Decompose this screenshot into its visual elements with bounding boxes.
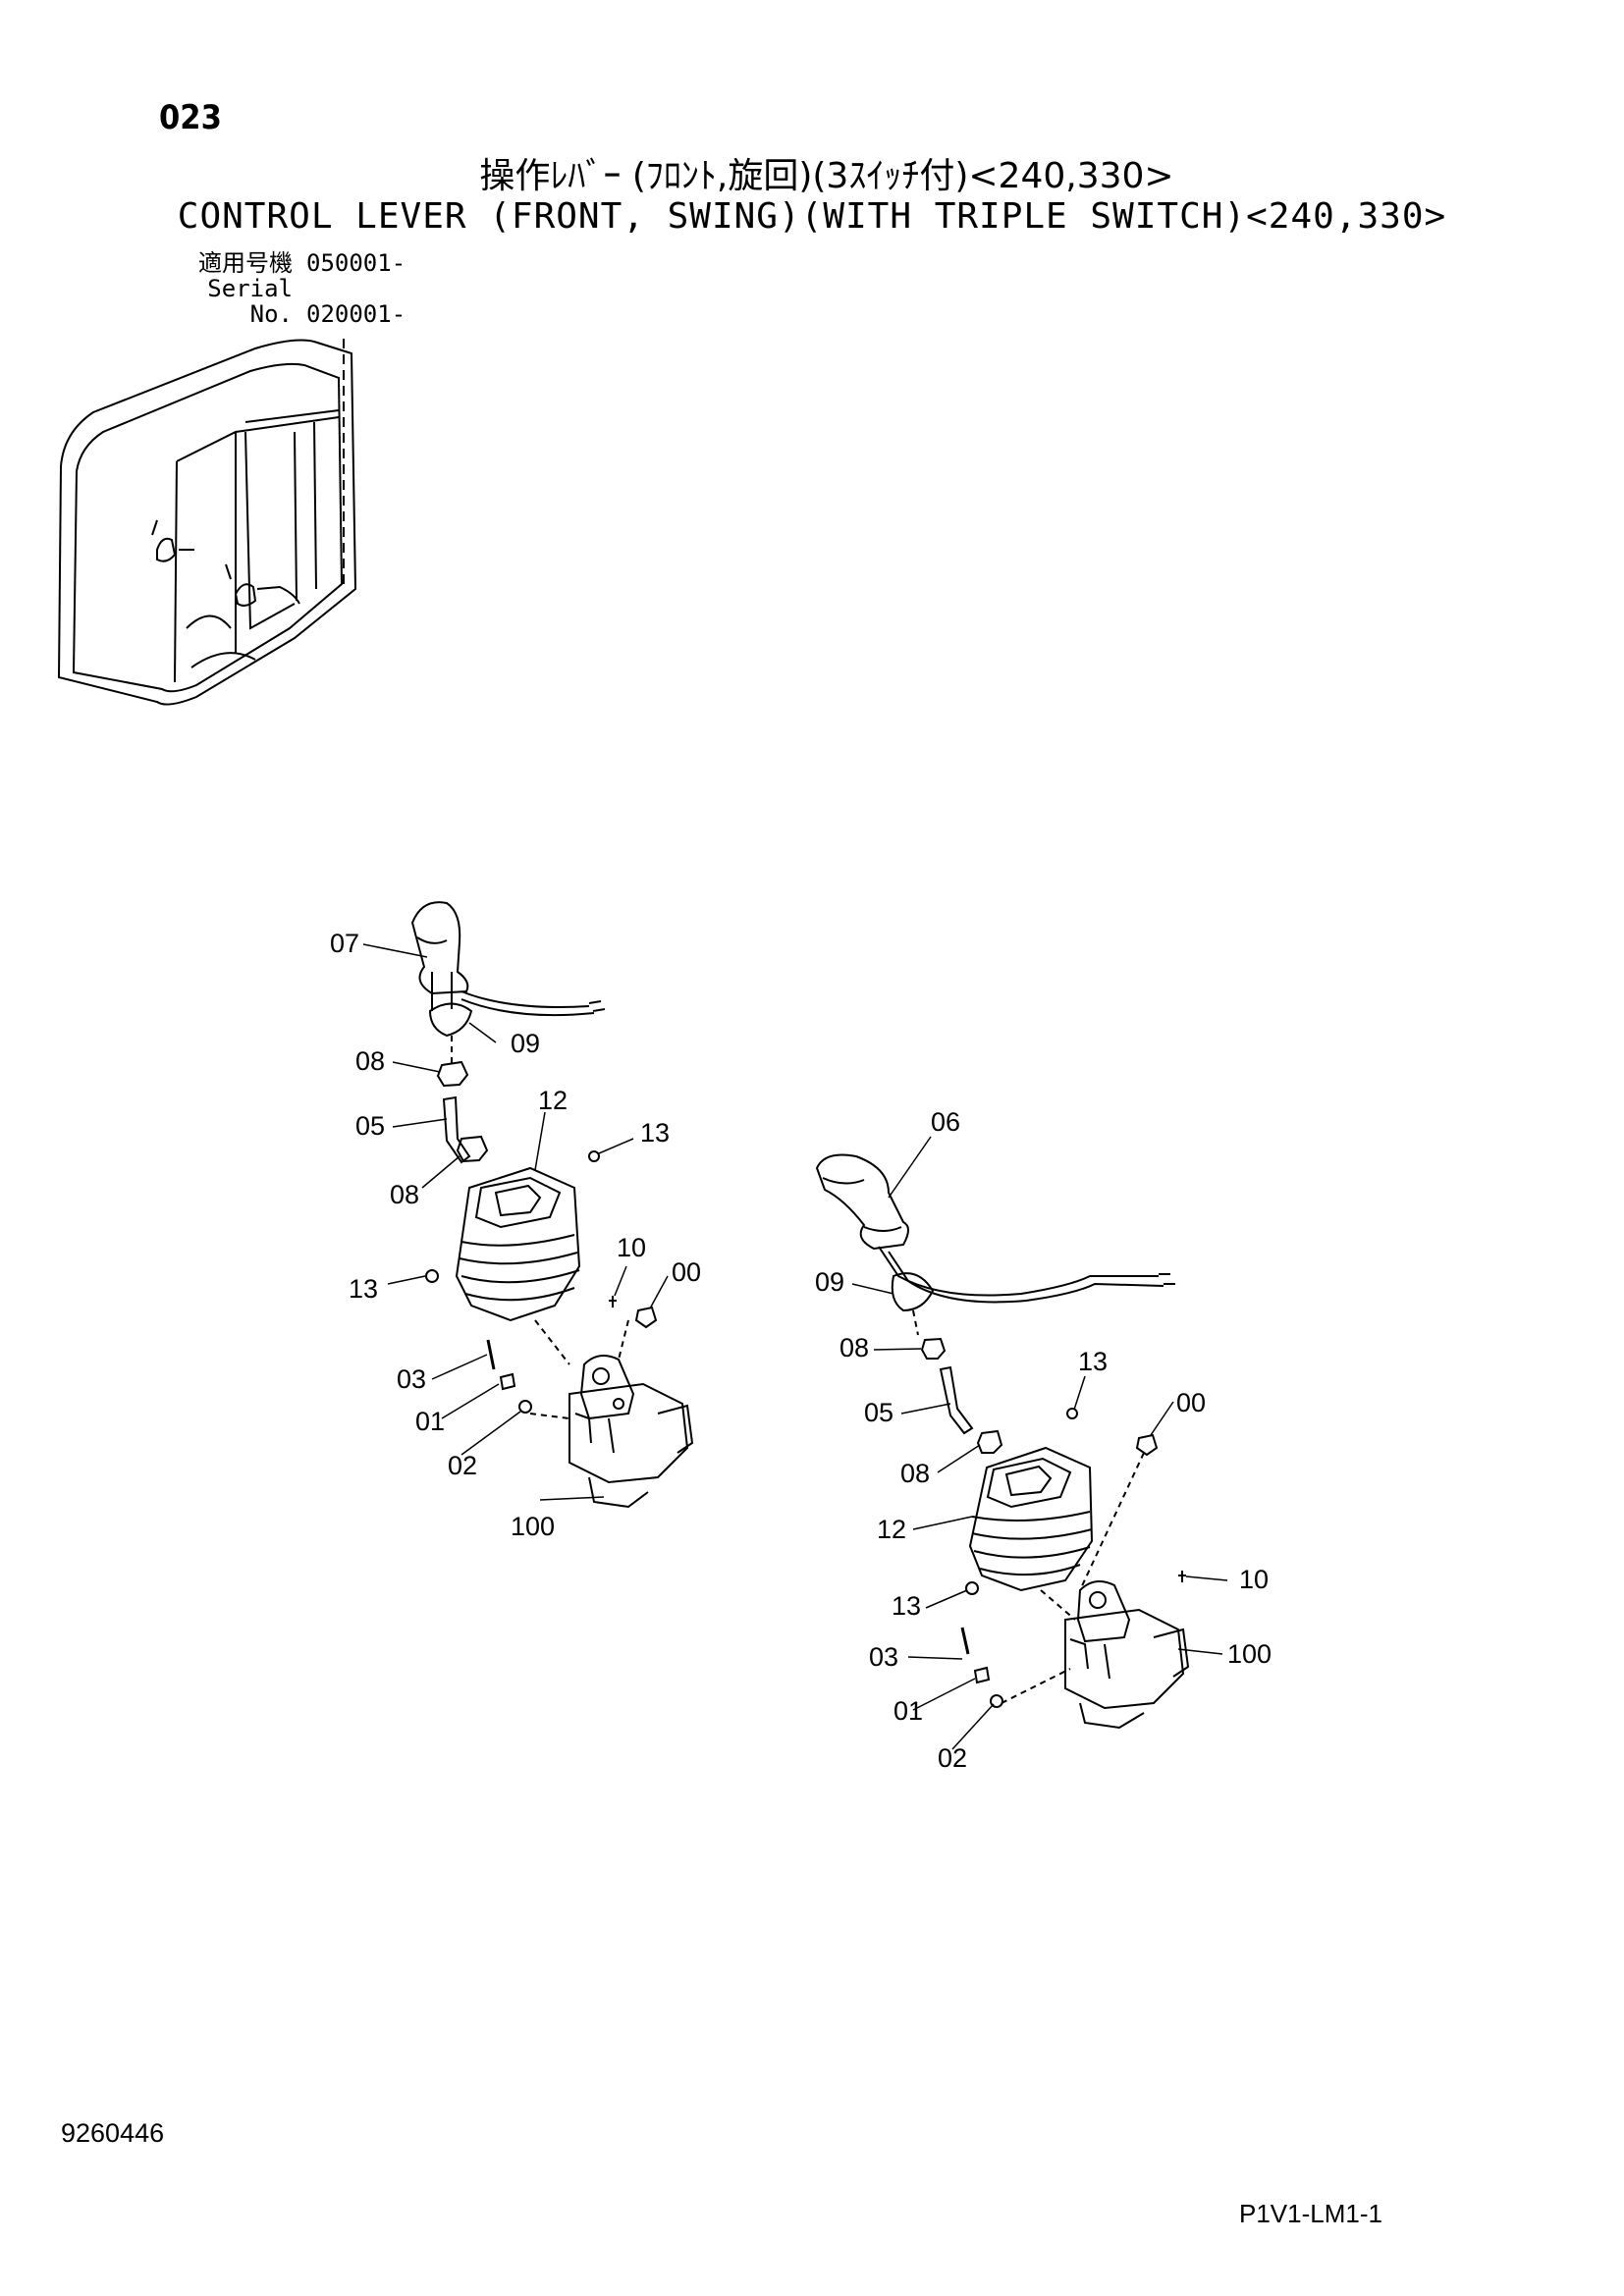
serial-label: Serial No. xyxy=(207,275,293,328)
serial-value: 020001- xyxy=(306,300,406,328)
serial-row: Serial No. 020001- xyxy=(155,276,406,327)
callout-label: 08 xyxy=(900,1459,930,1488)
callout-label: 13 xyxy=(640,1118,670,1148)
callout-label: 01 xyxy=(415,1407,445,1436)
callout-label: 00 xyxy=(672,1257,701,1287)
callout-label: 12 xyxy=(538,1086,568,1115)
callout-label: 03 xyxy=(397,1364,426,1394)
callout-label: 13 xyxy=(1078,1347,1108,1376)
callout-label: 05 xyxy=(355,1111,385,1141)
callout-label: 05 xyxy=(864,1398,893,1427)
title-japanese: 操作ﾚﾊﾞｰ (ﾌﾛﾝﾄ,旋回)(3ｽｲｯﾁ付)<240,330> xyxy=(479,156,1174,196)
callout-label: 06 xyxy=(931,1107,960,1137)
callout-label: 10 xyxy=(617,1233,646,1262)
document-id: 9260446 xyxy=(61,2118,165,2148)
right-callout-labels: 06 09 08 13 05 00 08 12 10 13 100 03 01 … xyxy=(815,1107,1272,1773)
serial-row: 適用号機 050001- xyxy=(155,250,406,276)
left-lever-assembly xyxy=(410,901,694,1509)
callout-label: 09 xyxy=(511,1029,540,1058)
right-lever-assembly xyxy=(815,1153,1190,1730)
callout-label: 08 xyxy=(355,1046,385,1076)
serial-value: 050001- xyxy=(306,249,406,277)
left-callout-labels: 07 09 08 05 12 13 08 10 00 13 03 01 02 1… xyxy=(330,929,701,1541)
callout-label: 00 xyxy=(1176,1388,1206,1417)
callout-label: 13 xyxy=(892,1591,921,1621)
callout-label: 02 xyxy=(938,1743,967,1773)
callout-label: 09 xyxy=(815,1267,844,1297)
callout-label: 12 xyxy=(877,1515,906,1544)
callout-label: 100 xyxy=(511,1512,555,1541)
page-number: 023 xyxy=(159,98,222,137)
title-english: CONTROL LEVER (FRONT, SWING)(WITH TRIPLE… xyxy=(177,196,1447,237)
callout-label: 03 xyxy=(869,1642,898,1672)
callout-label: 08 xyxy=(839,1333,869,1362)
callout-label: 07 xyxy=(330,929,359,958)
callout-leaders xyxy=(362,943,1228,1750)
serial-label: 適用号機 xyxy=(198,249,293,277)
callout-label: 02 xyxy=(448,1451,477,1480)
cab-overview-illustration xyxy=(57,339,357,706)
callout-label: 08 xyxy=(390,1180,419,1209)
callout-label: 100 xyxy=(1227,1639,1272,1669)
sheet-reference: P1V1-LM1-1 xyxy=(1239,2199,1382,2228)
callout-label: 13 xyxy=(349,1274,378,1304)
callout-label: 01 xyxy=(893,1696,923,1726)
callout-label: 10 xyxy=(1239,1565,1269,1594)
